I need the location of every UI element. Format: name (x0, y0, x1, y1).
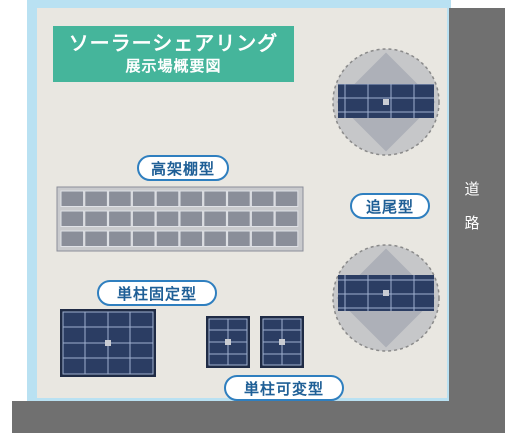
tracking-unit-top (332, 48, 440, 156)
variable-single-panel-right (260, 316, 304, 368)
pergola-panel (84, 230, 108, 247)
fixed-single-panel (60, 309, 156, 377)
pergola-panel (60, 210, 85, 227)
pergola-panel (131, 210, 156, 227)
road-label-1: 道 (464, 180, 480, 198)
pergola-panel (250, 230, 275, 247)
pergola-panel (179, 210, 204, 227)
pergola-panel (250, 190, 275, 207)
pergola-array (56, 186, 304, 252)
pergola-panel (274, 210, 299, 227)
pergola-panel (155, 230, 180, 247)
label-variable-single: 単柱可変型 (224, 375, 344, 401)
pergola-panel (203, 230, 227, 247)
label-pergola: 高架棚型 (137, 155, 229, 181)
pergola-panel (227, 190, 251, 207)
title-banner: ソーラーシェアリング 展示場概要図 (53, 26, 294, 82)
pergola-panel (179, 190, 204, 207)
pergola-panel (274, 190, 299, 207)
pergola-panel (250, 210, 275, 227)
pergola-panel (108, 190, 132, 207)
road-horizontal (12, 401, 505, 433)
pergola-panel (108, 230, 132, 247)
variable-single-panel-left (206, 316, 250, 368)
title-main: ソーラーシェアリング (68, 31, 279, 55)
label-fixed-single: 単柱固定型 (97, 280, 217, 306)
pergola-panel (227, 230, 251, 247)
pergola-panel (155, 210, 180, 227)
pergola-panel (179, 230, 204, 247)
pergola-panel (203, 210, 227, 227)
road-vertical (449, 8, 505, 433)
pergola-panel (60, 190, 85, 207)
pergola-panel (84, 190, 108, 207)
label-tracking: 追尾型 (350, 193, 430, 219)
pergola-panel (84, 210, 108, 227)
road-label-2: 路 (464, 214, 480, 232)
pergola-panel (227, 210, 251, 227)
pergola-panel (60, 230, 85, 247)
pergola-panel (155, 190, 180, 207)
pergola-panel (131, 190, 156, 207)
pergola-panel (203, 190, 227, 207)
title-sub: 展示場概要図 (125, 57, 222, 75)
pergola-panel (274, 230, 299, 247)
pergola-panel (108, 210, 132, 227)
pergola-panel (131, 230, 156, 247)
tracking-unit-bottom (332, 244, 440, 352)
